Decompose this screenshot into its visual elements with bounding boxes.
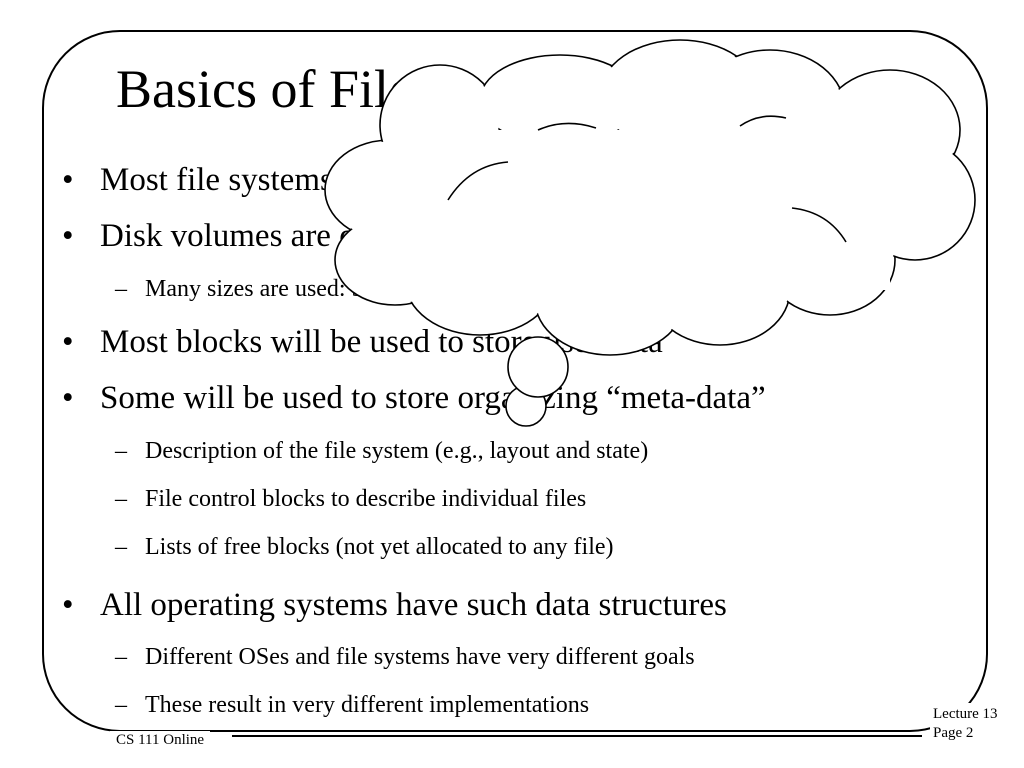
bullet-item: • All operating systems have such data st… — [62, 587, 727, 623]
sub-bullet-item: –Description of the file system (e.g., l… — [115, 437, 648, 465]
bullet-text: All operating systems have such data str… — [100, 587, 727, 623]
lecture-page-label: Lecture 13 Page 2 — [930, 703, 1001, 745]
sub-bullet-text: File control blocks to describe individu… — [145, 486, 587, 512]
dash-mark: – — [115, 534, 127, 560]
bullet-mark: • — [62, 162, 74, 198]
sub-bullet-text: Description of the file system (e.g., la… — [145, 438, 649, 464]
thought-bubble-medium — [507, 336, 569, 398]
dash-mark: – — [115, 276, 127, 302]
dash-mark: – — [115, 692, 127, 718]
bullet-mark: • — [62, 324, 74, 360]
bullet-item: • Some will be used to store organizing “… — [62, 380, 766, 416]
slide-frame — [42, 30, 988, 732]
dash-mark: – — [115, 438, 127, 464]
dash-mark: – — [115, 644, 127, 670]
page-number: Page 2 — [933, 725, 974, 741]
bullet-mark: • — [62, 587, 74, 623]
sub-bullet-item: –Different OSes and file systems have ve… — [115, 643, 695, 671]
course-label: CS 111 Online — [110, 731, 211, 749]
footer-rule — [232, 735, 922, 737]
sub-bullet-text: Different OSes and file systems have ver… — [145, 644, 695, 670]
sub-bullet-item: –File control blocks to describe individ… — [115, 485, 586, 513]
sub-bullet-item: –These result in very different implemen… — [115, 691, 589, 719]
bullet-mark: • — [62, 218, 74, 254]
sub-bullet-text: Lists of free blocks (not yet allocated … — [145, 534, 614, 560]
sub-bullet-text: These result in very different implement… — [145, 692, 590, 718]
sub-bullet-item: –Lists of free blocks (not yet allocated… — [115, 533, 614, 561]
lecture-number: Lecture 13 — [933, 706, 998, 722]
dash-mark: – — [115, 486, 127, 512]
bullet-text: Some will be used to store organizing “m… — [100, 380, 766, 416]
bullet-mark: • — [62, 380, 74, 416]
